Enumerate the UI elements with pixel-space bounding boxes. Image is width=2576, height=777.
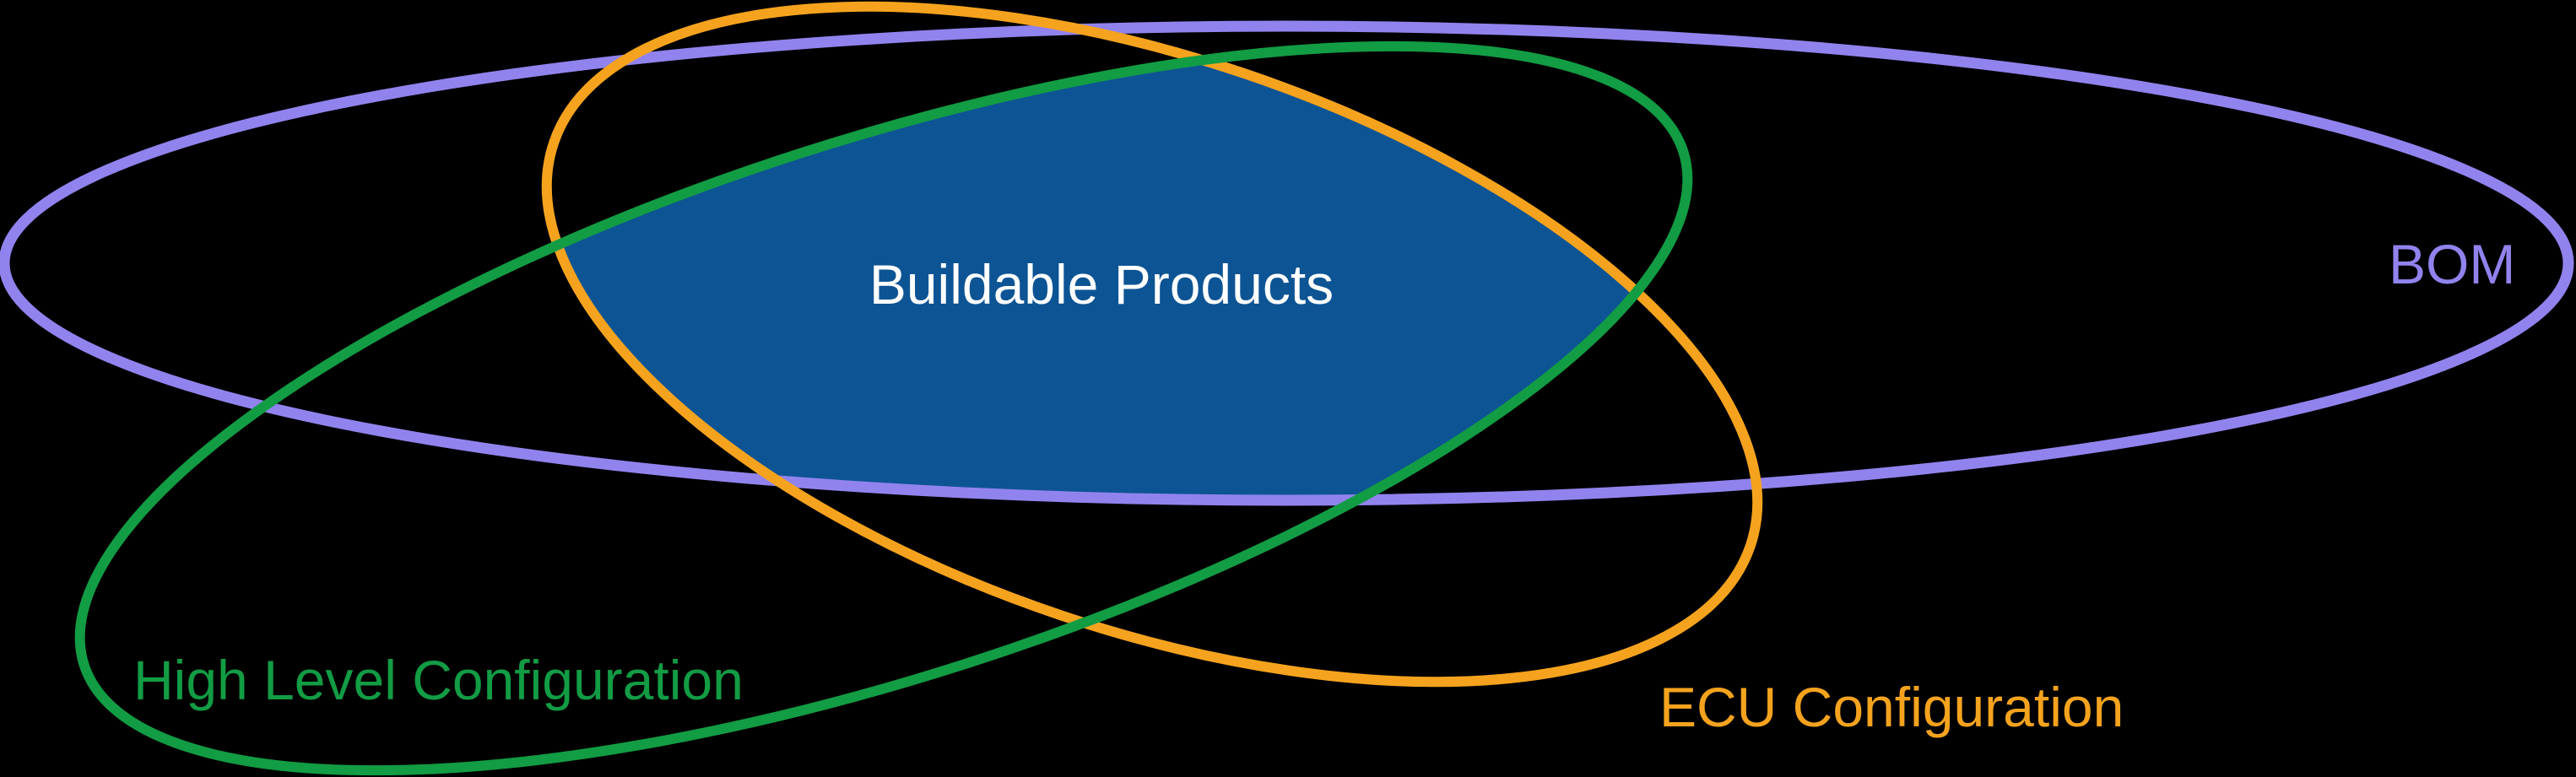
- ecu-configuration-label: ECU Configuration: [1659, 676, 2124, 738]
- intersection-region: [462, 46, 1688, 500]
- intersection-clip-purple: [462, 46, 1688, 500]
- intersection-label: Buildable Products: [869, 253, 1334, 316]
- ecu-configuration-ellipse: [541, 1, 1763, 688]
- high-level-configuration-ellipse: [74, 40, 1693, 776]
- bom-ellipse: [0, 20, 2574, 506]
- high-level-configuration-label: High Level Configuration: [133, 649, 744, 711]
- intersection-clip-orange: [462, 46, 1688, 500]
- bom-label: BOM: [2389, 233, 2515, 295]
